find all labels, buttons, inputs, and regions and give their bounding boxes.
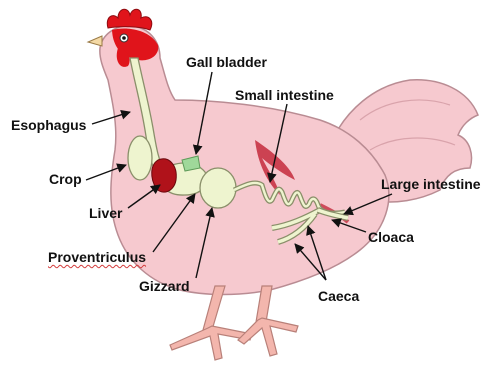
left-leg	[170, 286, 252, 360]
comb	[107, 9, 151, 30]
beak	[88, 36, 102, 46]
label-small-intestine: Small intestine	[235, 88, 334, 102]
gizzard	[200, 168, 236, 208]
label-esophagus: Esophagus	[11, 118, 86, 132]
right-leg	[238, 286, 298, 356]
label-large-intestine: Large intestine	[381, 177, 481, 191]
crop	[128, 136, 152, 180]
label-crop: Crop	[49, 172, 82, 186]
label-gall-bladder: Gall bladder	[186, 55, 267, 69]
liver	[152, 159, 177, 192]
label-proventriculus: Proventriculus	[48, 250, 146, 264]
label-cloaca: Cloaca	[368, 230, 414, 244]
label-caeca: Caeca	[318, 289, 359, 303]
label-liver: Liver	[89, 206, 122, 220]
label-gizzard: Gizzard	[139, 279, 190, 293]
